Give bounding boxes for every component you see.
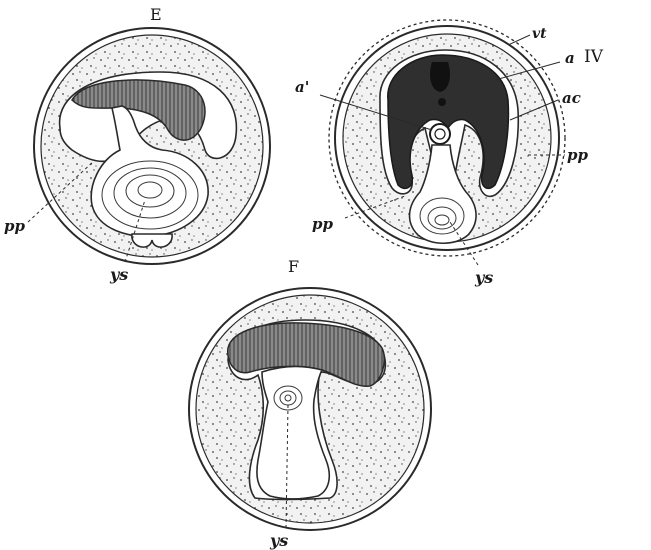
- panel-iv-a-label: a: [565, 49, 575, 67]
- panel-f-ys-label: ys: [269, 531, 288, 550]
- panel-iv-vt-leader: [508, 35, 530, 45]
- panel-iv-ys-label: ys: [474, 268, 493, 287]
- panel-f-title: F: [288, 257, 299, 276]
- panel-iv-ring-inner: [435, 129, 445, 139]
- panel-iv-pp-right-label: pp: [567, 146, 588, 164]
- panel-iv: IV vt a a' ac pp pp ys: [295, 20, 604, 287]
- panel-f: F ys: [189, 257, 431, 550]
- panel-iv-a-prime-label: a': [295, 78, 309, 96]
- panel-iv-title: IV: [584, 47, 604, 67]
- panel-e-title: E: [150, 5, 162, 24]
- panel-iv-pp-left-label: pp: [312, 215, 333, 233]
- panel-iv-ac-label: ac: [562, 89, 581, 107]
- panel-iv-vt-label: vt: [532, 26, 547, 42]
- panel-iv-embryo-dot: [438, 98, 446, 106]
- panel-e-ys-label: ys: [109, 265, 128, 284]
- panel-e: E pp ys: [4, 5, 270, 284]
- panel-e-pp-label: pp: [4, 217, 25, 235]
